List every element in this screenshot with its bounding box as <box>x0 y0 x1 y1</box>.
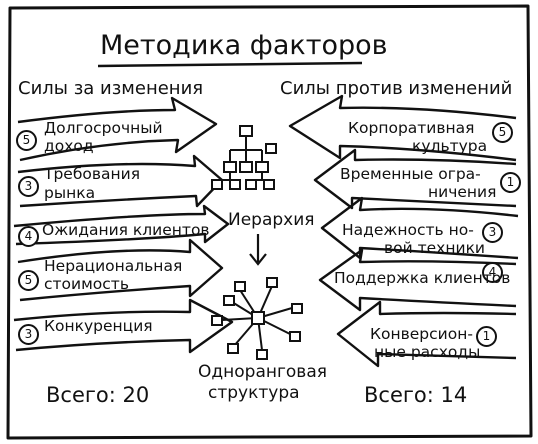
right-item-4-line-1: Поддержка клиентов <box>334 269 511 287</box>
left-score-3: 4 <box>18 226 39 247</box>
left-item-1-line-2: доход <box>44 137 94 155</box>
right-arrow-1 <box>288 94 517 162</box>
right-arrow-3 <box>320 196 519 260</box>
left-item-2-line-2: рынка <box>44 184 96 202</box>
left-score-4: 5 <box>18 270 39 291</box>
left-item-3-line-1: Ожидания клиентов <box>42 221 210 239</box>
right-item-2-line-2: ничения <box>428 183 497 201</box>
left-score-1: 5 <box>16 130 37 151</box>
right-score-4: 4 <box>482 262 503 283</box>
left-score-5: 3 <box>18 324 39 345</box>
left-heading: Силы за изменения <box>18 78 204 99</box>
diagram-title: Методика факторов <box>100 30 388 61</box>
peer-network-icon <box>211 277 303 360</box>
left-arrow-1 <box>17 96 218 162</box>
right-item-3-line-1: Надежность но- <box>342 221 474 239</box>
right-score-2: 1 <box>500 172 521 193</box>
transition-arrow <box>249 234 267 266</box>
left-item-1-line-1: Долгосрочный <box>44 119 163 137</box>
hierarchy-label: Иерархия <box>228 210 315 230</box>
right-arrow-5 <box>336 300 517 368</box>
left-arrow-4 <box>17 238 224 302</box>
diagram-border <box>6 4 533 440</box>
left-arrow-3 <box>13 204 230 246</box>
right-heading: Силы против изменений <box>280 78 513 99</box>
right-score-1: 5 <box>492 122 513 143</box>
right-total: Всего: 14 <box>364 383 468 407</box>
peer-structure-label-line-2: структура <box>208 383 300 403</box>
right-item-2-line-1: Временные огра- <box>340 165 481 183</box>
right-item-1-line-2: культура <box>412 137 488 155</box>
title-underline <box>97 61 363 68</box>
right-arrow-2 <box>313 148 517 210</box>
right-item-5-line-2: ные расходы <box>374 343 481 361</box>
right-arrow-4 <box>318 248 517 312</box>
left-item-2-line-1: Требования <box>44 165 141 183</box>
hierarchy-icon <box>211 125 277 190</box>
right-item-5-line-1: Конверсион- <box>370 325 473 343</box>
left-arrow-5 <box>13 298 234 354</box>
left-item-4-line-1: Нерациональная <box>44 257 183 275</box>
right-item-1-line-1: Корпоративная <box>348 119 475 137</box>
left-item-4-line-2: стоимость <box>44 275 129 293</box>
right-score-3: 3 <box>482 222 503 243</box>
right-score-5: 1 <box>476 326 497 347</box>
left-item-5-line-1: Конкуренция <box>44 317 153 335</box>
peer-structure-label-line-1: Одноранговая <box>198 362 327 382</box>
right-item-3-line-2: вой техники <box>384 239 485 257</box>
left-total: Всего: 20 <box>46 383 150 407</box>
left-score-2: 3 <box>18 176 39 197</box>
